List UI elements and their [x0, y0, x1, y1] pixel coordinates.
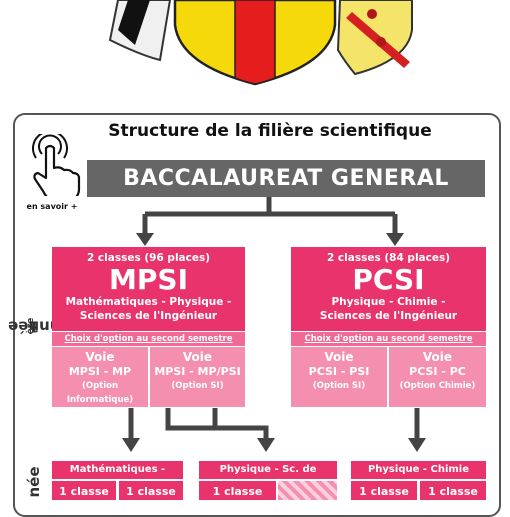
pcsi-places: 2 classes (84 places) — [326, 252, 451, 264]
pcsi-name: PCSI — [352, 263, 425, 296]
pcsi-subjects-2: Sciences de l'Ingénieur — [319, 310, 458, 322]
en-savoir-plus-link[interactable]: en savoir + — [22, 130, 82, 212]
sec2-physique-si-header: Physique - Sc. de l'Ingénieur — [199, 461, 337, 493]
right-crest-icon — [336, 0, 413, 76]
arrow-to-physique-si — [257, 438, 275, 452]
mpsi-places: 2 classes (96 places) — [86, 252, 211, 264]
arrow-to-mpsi — [136, 233, 154, 246]
crests-logo — [108, 0, 413, 86]
sec2-physique-chimie-class-1: 1 classe — [351, 481, 417, 500]
sec2-physique-si-class-1: 1 classe — [199, 481, 276, 500]
sec2-physique-chimie-class-2: 1 classe — [420, 481, 486, 500]
sec2-physique-chimie-header: Physique - Chimie — [351, 461, 486, 479]
mpsi-subjects-1: Mathématiques - Physique - — [65, 296, 232, 308]
mpsi-subjects-2: Sciences de l'Ingénieur — [79, 310, 218, 322]
bac-banner: BACCALAUREAT GENERAL — [87, 160, 485, 197]
pcsi-path-psi[interactable]: Voie PCSI - PSI (Option SI) — [291, 347, 387, 407]
pcsi-option-note: Choix d'option au second semestre — [291, 332, 486, 346]
mpsi-name: MPSI — [109, 263, 188, 296]
arrow-to-math-physique — [122, 438, 140, 452]
center-crest-icon — [173, 0, 337, 86]
page-title: Structure de la filière scientifique — [108, 121, 432, 141]
left-crest-icon — [108, 0, 172, 62]
arrow-to-physique-chimie — [408, 438, 426, 452]
sec2-physique-si-hatched — [278, 481, 337, 500]
pcsi-path-pc[interactable]: Voie PCSI - PC (Option Chimie) — [389, 347, 486, 407]
year2-label: née — [25, 466, 43, 498]
en-savoir-plus-label: en savoir + — [26, 202, 78, 211]
mpsi-option-note: Choix d'option au second semestre — [52, 332, 245, 346]
sec2-math-physique-class-2: 1 classe — [119, 481, 183, 500]
tap-hand-icon — [32, 130, 81, 203]
mpsi-block: 2 classes (96 places) MPSI Mathématiques… — [52, 247, 245, 331]
mpsi-path-mp[interactable]: Voie MPSI - MP (Option Informatique) — [52, 347, 148, 407]
flow-arrows — [122, 197, 426, 452]
arrow-to-pcsi — [386, 233, 404, 246]
mpsi-path-mp-psi[interactable]: Voie MPSI - MP/PSI (Option SI) — [150, 347, 245, 407]
pcsi-subjects-1: Physique - Chimie - — [331, 296, 446, 308]
pcsi-block: 2 classes (84 places) PCSI Physique - Ch… — [291, 247, 486, 331]
sec2-math-physique-header: Mathématiques - Physique — [52, 461, 183, 493]
sec2-math-physique-class-1: 1 classe — [52, 481, 116, 500]
